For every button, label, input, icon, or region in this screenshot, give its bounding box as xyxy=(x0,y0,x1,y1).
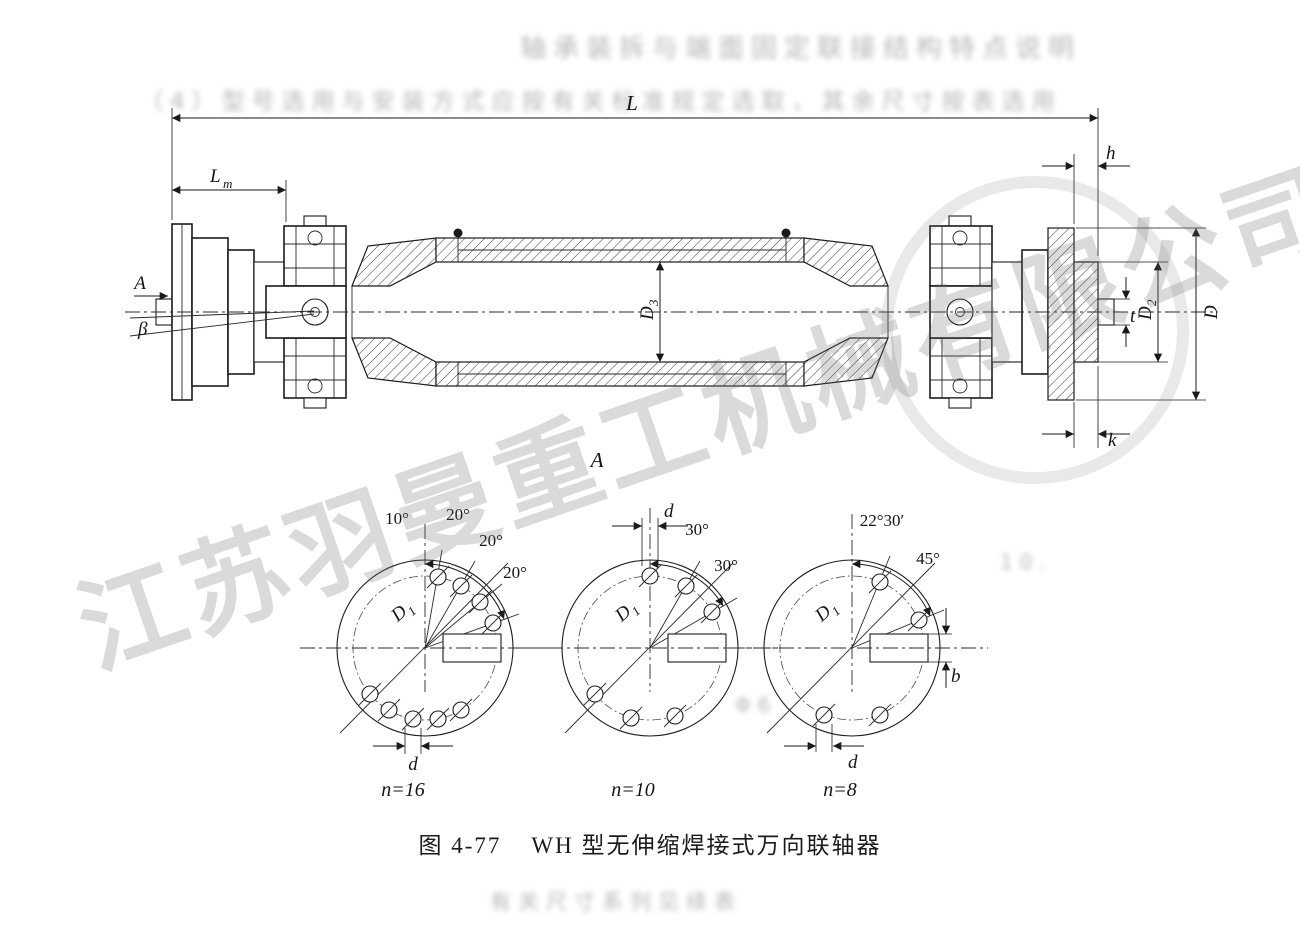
dim-label-D: D xyxy=(1201,305,1222,320)
bolt-holes xyxy=(358,565,505,731)
view-A-title: A xyxy=(589,448,604,472)
bleed-through-text: 轴承装拆与端面固定联接结构特点说明 xyxy=(520,34,1082,64)
dim-b: b xyxy=(928,608,961,688)
bleed-through-text: （4）型号选用与安装方式应按有关标准规定选取，其余尺寸按表选用 xyxy=(140,89,1062,115)
figure-number: 图 4-77 xyxy=(418,833,502,858)
bolt-holes xyxy=(583,564,724,730)
dim-D3: D 3 xyxy=(637,262,665,362)
dim-label-d: d xyxy=(664,501,674,522)
angle-label: 45° xyxy=(916,549,940,568)
bleed-through-fragment: 10. xyxy=(1000,550,1053,574)
bleed-through-text: 有关尺寸系列见续表 xyxy=(490,890,742,914)
figure-title: WH 型无伸缩焊接式万向联轴器 xyxy=(531,833,882,858)
dim-label-h: h xyxy=(1106,143,1116,164)
dimensions: L L m h k xyxy=(129,91,1222,451)
dim-label-beta: β xyxy=(137,319,148,340)
view-arrow-label: A xyxy=(132,273,146,294)
dim-D1: D 1 xyxy=(811,601,844,627)
dim-k: k xyxy=(1042,366,1130,451)
assembly-drawing xyxy=(125,215,1218,409)
dim-label-k: k xyxy=(1108,430,1117,451)
dim-label-L: L xyxy=(625,91,638,115)
watermark-text: 江苏羽曼重工机械有限公司 xyxy=(63,147,1300,692)
dim-L: L xyxy=(171,91,1099,256)
watermark: 江苏羽曼重工机械有限公司 xyxy=(63,147,1300,692)
dim-label-D2: D xyxy=(1135,306,1156,321)
end-view-n10: d D 1 30° 30° n=10 xyxy=(522,501,785,801)
view-arrow-A: A xyxy=(132,273,168,301)
dim-d: d xyxy=(784,724,864,773)
dim-t: t xyxy=(1114,277,1136,347)
angle-label: 20° xyxy=(503,563,527,582)
angle-label: 20° xyxy=(446,505,470,524)
dim-label-t: t xyxy=(1130,306,1136,327)
bolt-count-label: n=8 xyxy=(823,779,857,801)
dim-label-D2-subscript: 2 xyxy=(1144,299,1159,306)
angle-label: 30° xyxy=(685,520,709,539)
dim-label-d: d xyxy=(848,752,858,773)
dim-d: d xyxy=(373,728,453,775)
dim-h: h xyxy=(1042,143,1130,224)
dim-d-top: d xyxy=(612,501,688,566)
dim-label-b: b xyxy=(951,666,961,687)
dim-D1: D 1 xyxy=(611,601,644,627)
bleed-through-fragment: Φ6 xyxy=(735,693,778,717)
dim-label-d: d xyxy=(408,754,418,775)
watermark-circle xyxy=(881,176,1189,484)
dim-beta: β xyxy=(129,310,315,340)
angle-label: 20° xyxy=(479,531,503,550)
bolt-count-label: n=10 xyxy=(611,779,655,801)
dim-D: D xyxy=(1076,227,1222,401)
dim-label-Lm-subscript: m xyxy=(223,176,232,191)
dim-label-D3: D xyxy=(637,306,658,321)
angle-label: 30° xyxy=(714,556,738,575)
dim-Lm: L m xyxy=(172,166,287,222)
end-view-n16: d D 1 10° 20° 20° 20° n=16 xyxy=(300,505,560,801)
dim-D2: D 2 xyxy=(1098,261,1168,363)
dim-D1: D 1 xyxy=(387,601,420,627)
figure-caption: 图 4-77 WH 型无伸缩焊接式万向联轴器 xyxy=(0,826,1300,860)
angle-label: 10° xyxy=(385,509,409,528)
dim-label-Lm: L xyxy=(209,166,221,187)
dim-label-D3-subscript: 3 xyxy=(646,299,661,307)
end-view-n8: b d D 1 22°30′ 45° n=8 xyxy=(727,511,988,801)
angle-label: 22°30′ xyxy=(860,511,905,530)
bolt-count-label: n=16 xyxy=(381,779,425,801)
bolt-holes xyxy=(812,570,931,727)
